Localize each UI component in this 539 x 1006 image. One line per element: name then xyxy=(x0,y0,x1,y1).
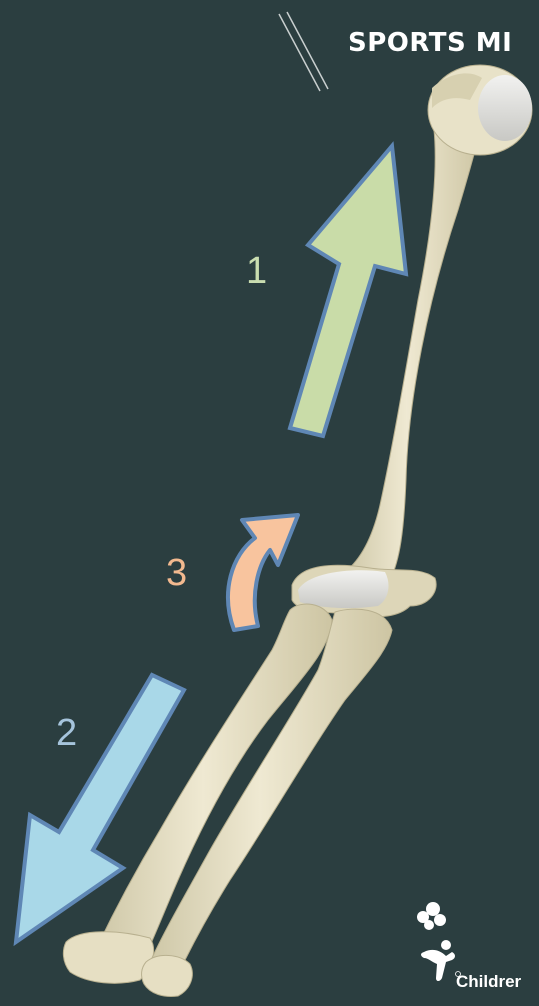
label-1: 1 xyxy=(246,252,267,290)
humerus-bone xyxy=(345,65,532,580)
humeral-head-cartilage xyxy=(478,75,532,141)
header-slash-lines xyxy=(279,12,328,91)
arrow-3-rotation xyxy=(228,515,298,630)
brand-name: Childrer xyxy=(456,972,521,992)
label-2: 2 xyxy=(56,714,77,752)
header-title: SPORTS MI xyxy=(348,28,512,58)
radius-distal-end xyxy=(63,932,153,984)
childrens-logo-icon xyxy=(417,902,461,981)
ulna-distal-end xyxy=(142,955,193,996)
label-3: 3 xyxy=(166,554,187,592)
arrow-1-up xyxy=(290,146,406,436)
